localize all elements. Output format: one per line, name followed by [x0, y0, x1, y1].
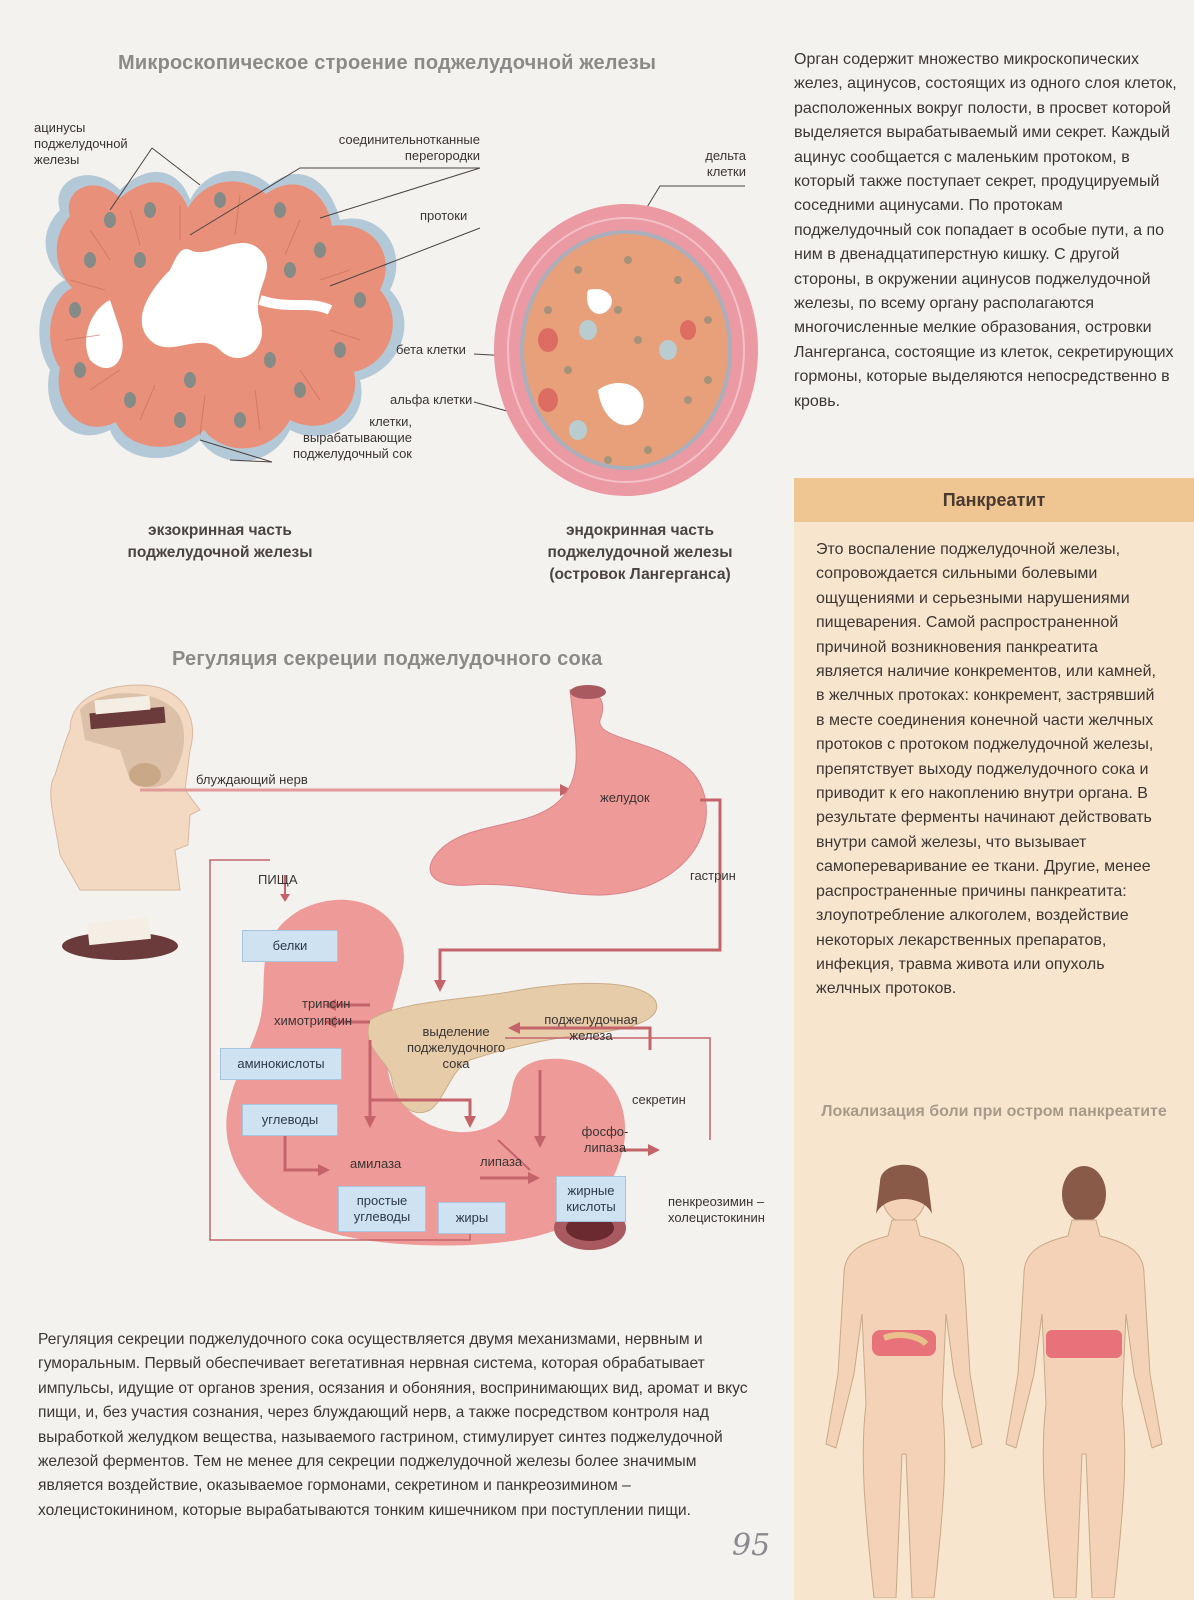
pain-localization-title: Локализация боли при остром панкреатите: [821, 1103, 1167, 1120]
cck-line2: холецистокинин: [668, 1210, 765, 1225]
label-juice-cells: клетки, вырабатывающие поджелудочный сок: [293, 414, 412, 461]
label-ducts: протоки: [420, 208, 468, 223]
label-secretion: выделение поджелудочного сока: [396, 1024, 516, 1072]
secretion-line1: выделение: [422, 1024, 490, 1039]
pancreatitis-sidebar: Панкреатит Это воспаление поджелудочной …: [794, 478, 1194, 1600]
sidebar-text: Это воспаление поджелудочной железы, соп…: [816, 541, 1156, 998]
label-acini: ацинусы поджелудочной железы: [34, 120, 128, 167]
caption-endocrine-line3: (островок Лангерганса): [549, 566, 731, 583]
exocrine-illustration: [39, 170, 405, 462]
label-delta: дельта клетки: [705, 148, 746, 179]
sidebar-title: Панкреатит: [794, 478, 1194, 522]
micro-leader-lines: [109, 147, 745, 463]
box-proteins: белки: [242, 930, 338, 962]
cck-line1: пенкреозимин –: [668, 1194, 765, 1209]
caption-endocrine: эндокринная часть поджелудочной железы (…: [520, 520, 760, 586]
micro-title: Микроскопическое строение поджелудочной …: [118, 52, 657, 74]
label-nerve: блуждающий нерв: [196, 772, 308, 787]
secretion-line3: сока: [442, 1056, 470, 1071]
label-cck: пенкреозимин – холецистокинин: [668, 1194, 788, 1226]
label-beta: бета клетки: [396, 342, 466, 357]
simple-carbs-line2: углеводы: [353, 1209, 411, 1224]
label-gastrin: гастрин: [690, 868, 736, 883]
label-food: ПИЩА: [258, 872, 298, 887]
label-secretin: секретин: [632, 1092, 686, 1107]
phospholipase-line1: фосфо-: [581, 1124, 629, 1139]
label-stomach: желудок: [600, 790, 650, 805]
label-alpha: альфа клетки: [390, 392, 473, 407]
box-carbs: углеводы: [242, 1104, 338, 1136]
fatty-acids-line2: кислоты: [566, 1199, 616, 1214]
bottom-text: Регуляция секреции поджелудочного сока о…: [38, 1331, 748, 1519]
caption-exocrine: экзокринная часть поджелудочной железы: [127, 522, 313, 561]
regulation-title: Регуляция секреции поджелудочного сока: [172, 648, 603, 670]
page-number: 95: [732, 1528, 771, 1563]
secretion-line2: поджелудочного: [406, 1040, 506, 1055]
pancreas-line1: поджелудочная: [544, 1012, 638, 1027]
simple-carbs-line1: простые: [356, 1193, 408, 1208]
label-trypsin: трипсин: [302, 996, 351, 1011]
label-phospholipase: фосфо- липаза: [572, 1124, 638, 1156]
fatty-acids-line1: жирные: [567, 1183, 615, 1198]
phospholipase-line2: липаза: [583, 1140, 627, 1155]
box-fats: жиры: [438, 1202, 506, 1234]
intro-text: Орган содержит множество микроскопически…: [794, 51, 1177, 410]
label-lipase: липаза: [480, 1154, 523, 1169]
body-back-figure: [1005, 1166, 1163, 1598]
label-chymotrypsin: химотрипсин: [274, 1013, 353, 1028]
label-pancreas: поджелудочная железа: [536, 1012, 646, 1044]
box-amino-acids: аминокислоты: [220, 1048, 342, 1080]
label-amylase: амилаза: [350, 1156, 402, 1171]
caption-endocrine-line2: поджелудочной железы: [547, 544, 733, 561]
label-septa: соединительнотканные перегородки: [338, 132, 480, 163]
endocrine-illustration: [494, 204, 758, 496]
body-front-figure: [825, 1164, 983, 1598]
caption-endocrine-line1: эндокринная часть: [565, 522, 715, 539]
regulation-diagram: [50, 684, 722, 1250]
pancreas-line2: железа: [569, 1028, 613, 1043]
